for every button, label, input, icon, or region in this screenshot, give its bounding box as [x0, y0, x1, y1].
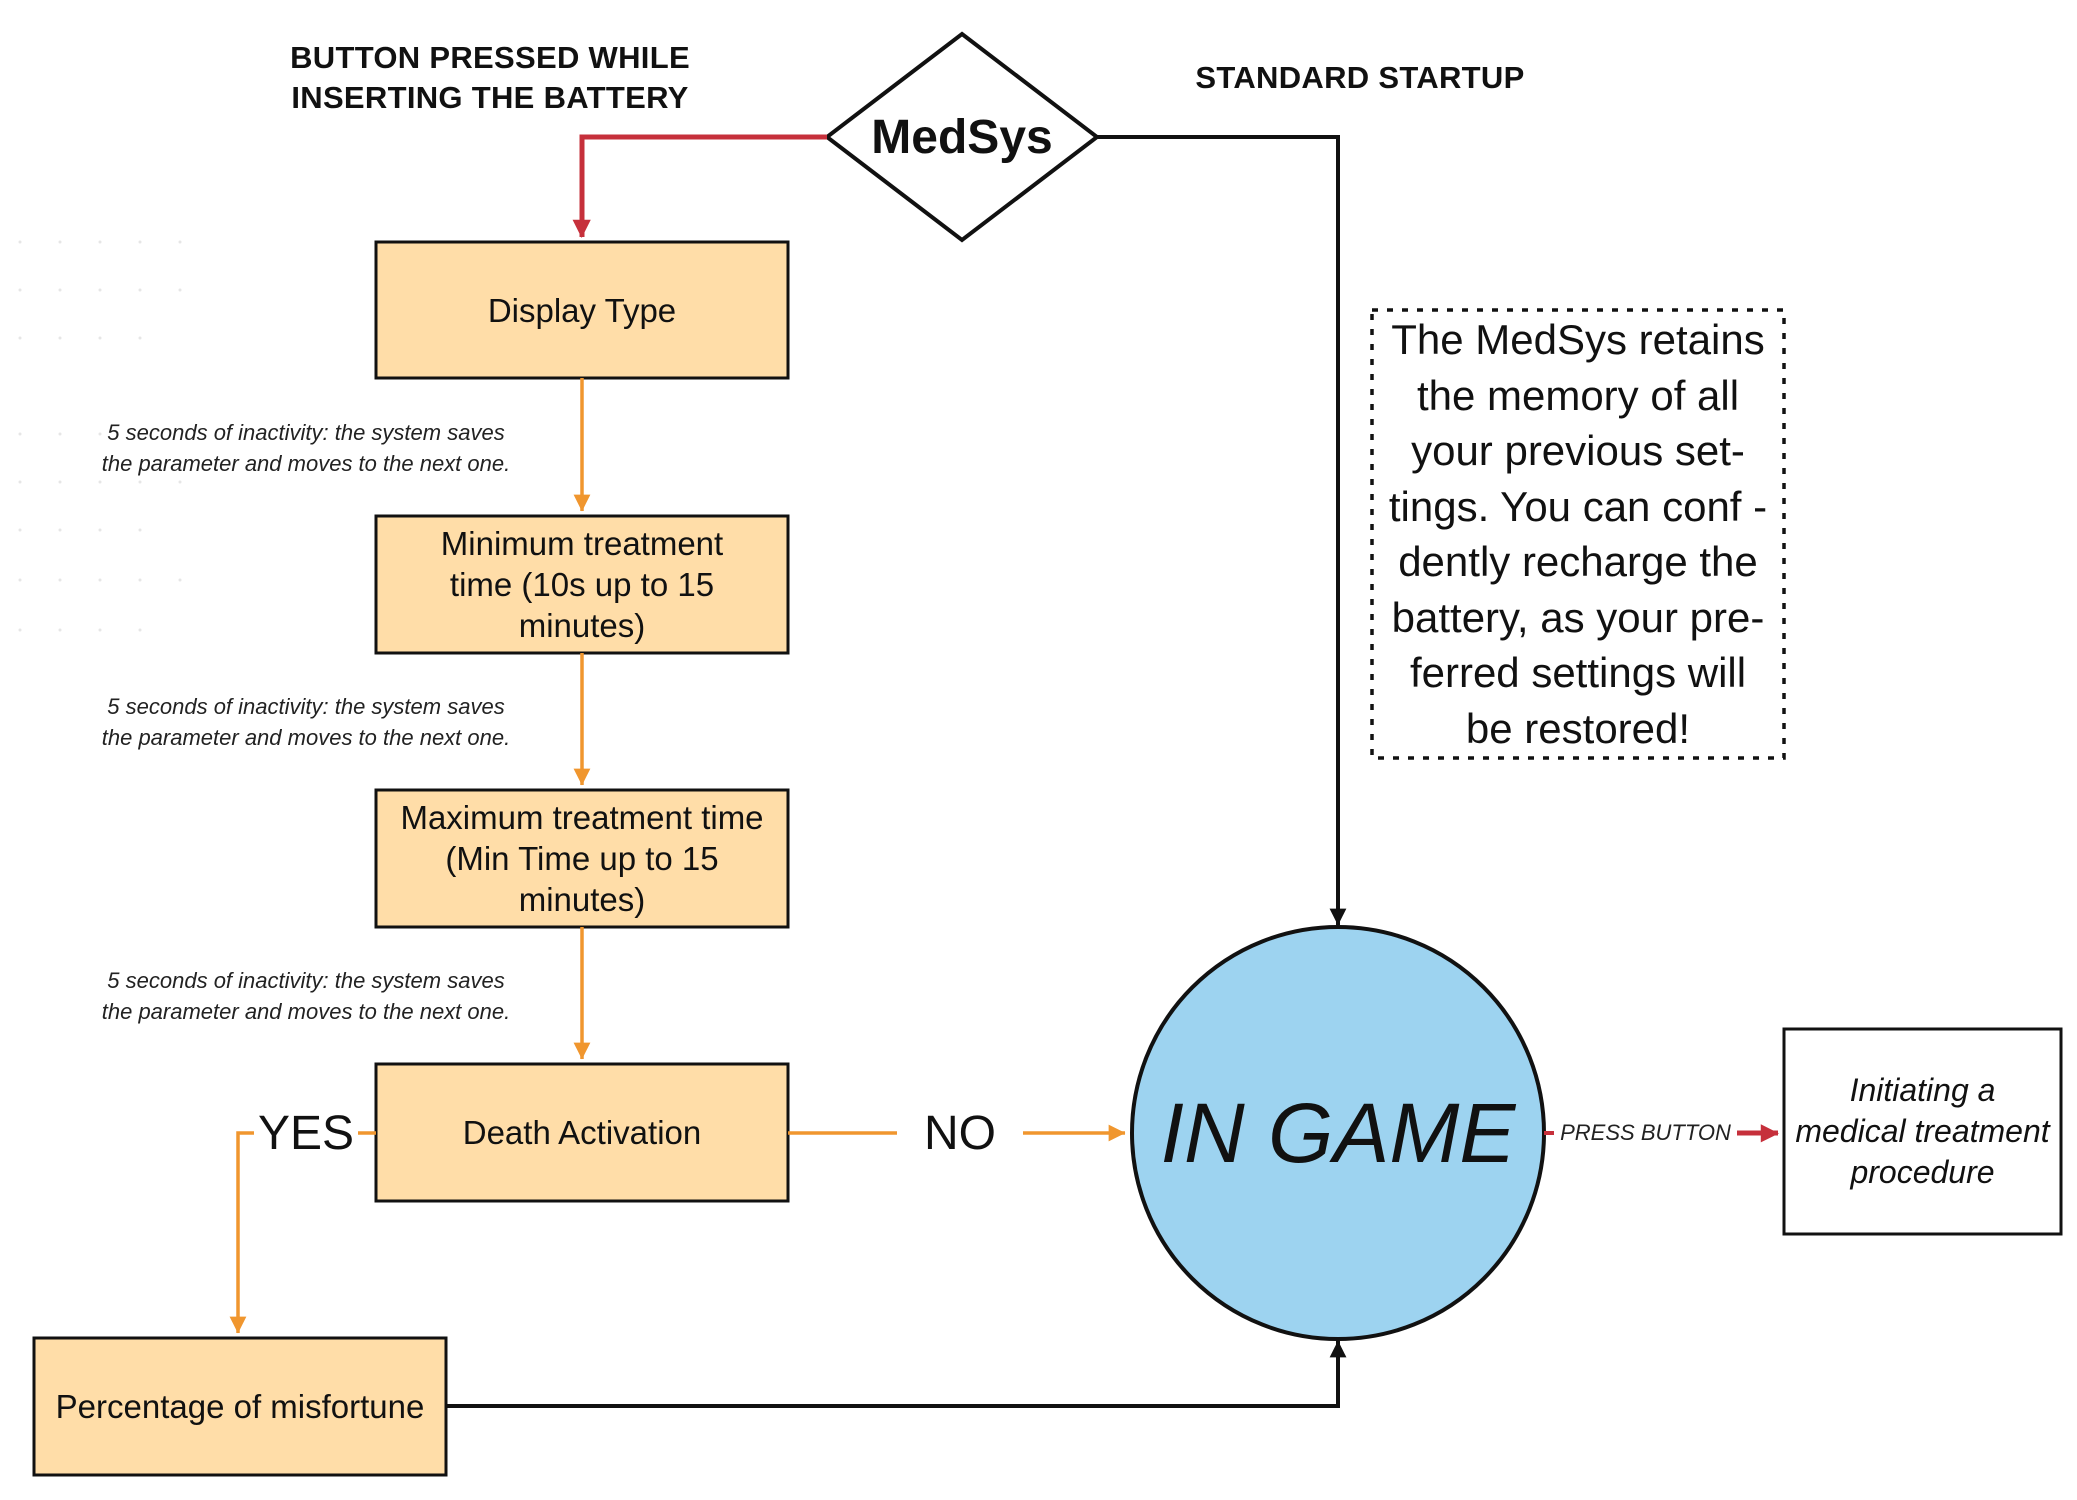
inactivity-note-1: 5 seconds of inactivity: the system save…	[101, 420, 511, 476]
box-display-type	[374, 240, 790, 380]
inactivity-note-3: 5 seconds of inactivity: the system save…	[101, 968, 511, 1024]
step-display-type: Display Type	[487, 291, 677, 329]
step-max-time: Maximum treatment time (Min Time up to 1…	[400, 799, 764, 918]
label-yes: YES	[257, 1106, 355, 1160]
memory-note-text: The MedSys retains the memory of all you…	[1388, 316, 1768, 752]
box-min-time	[374, 514, 790, 655]
treatment-label: Initiating a medical treatment procedure	[1795, 1072, 2050, 1190]
inactivity-note-2: 5 seconds of inactivity: the system save…	[101, 694, 511, 750]
black-arrow-misfortune-to-ingame	[446, 1340, 1347, 1408]
black-arrow-standard-startup	[1097, 135, 1347, 926]
label-no: NO	[924, 1106, 996, 1160]
step-min-time: Minimum treatment time (10s up to 15 min…	[440, 525, 724, 644]
background-dots	[18, 240, 182, 632]
step-death-activation: Death Activation	[462, 1114, 702, 1151]
medsys-diamond	[823, 31, 1101, 243]
press-button-label: PRESS BUTTON	[1560, 1120, 1731, 1145]
in-game-label: IN GAME	[1160, 1085, 1516, 1180]
medsys-label: MedSys	[871, 110, 1053, 164]
box-max-time	[374, 788, 790, 929]
memory-note-border	[1370, 308, 1786, 760]
heading-button-pressed: BUTTON PRESSED WHILE INSERTING THE BATTE…	[290, 40, 690, 115]
box-treatment	[1782, 1027, 2063, 1236]
red-arrow-to-display-type	[572, 134, 827, 238]
heading-standard-startup: STANDARD STARTUP	[1195, 60, 1525, 95]
yes-arrow	[229, 1131, 254, 1334]
box-misfortune	[32, 1336, 448, 1477]
step-misfortune: Percentage of misfortune	[55, 1388, 425, 1425]
box-death-activation	[374, 1062, 790, 1203]
